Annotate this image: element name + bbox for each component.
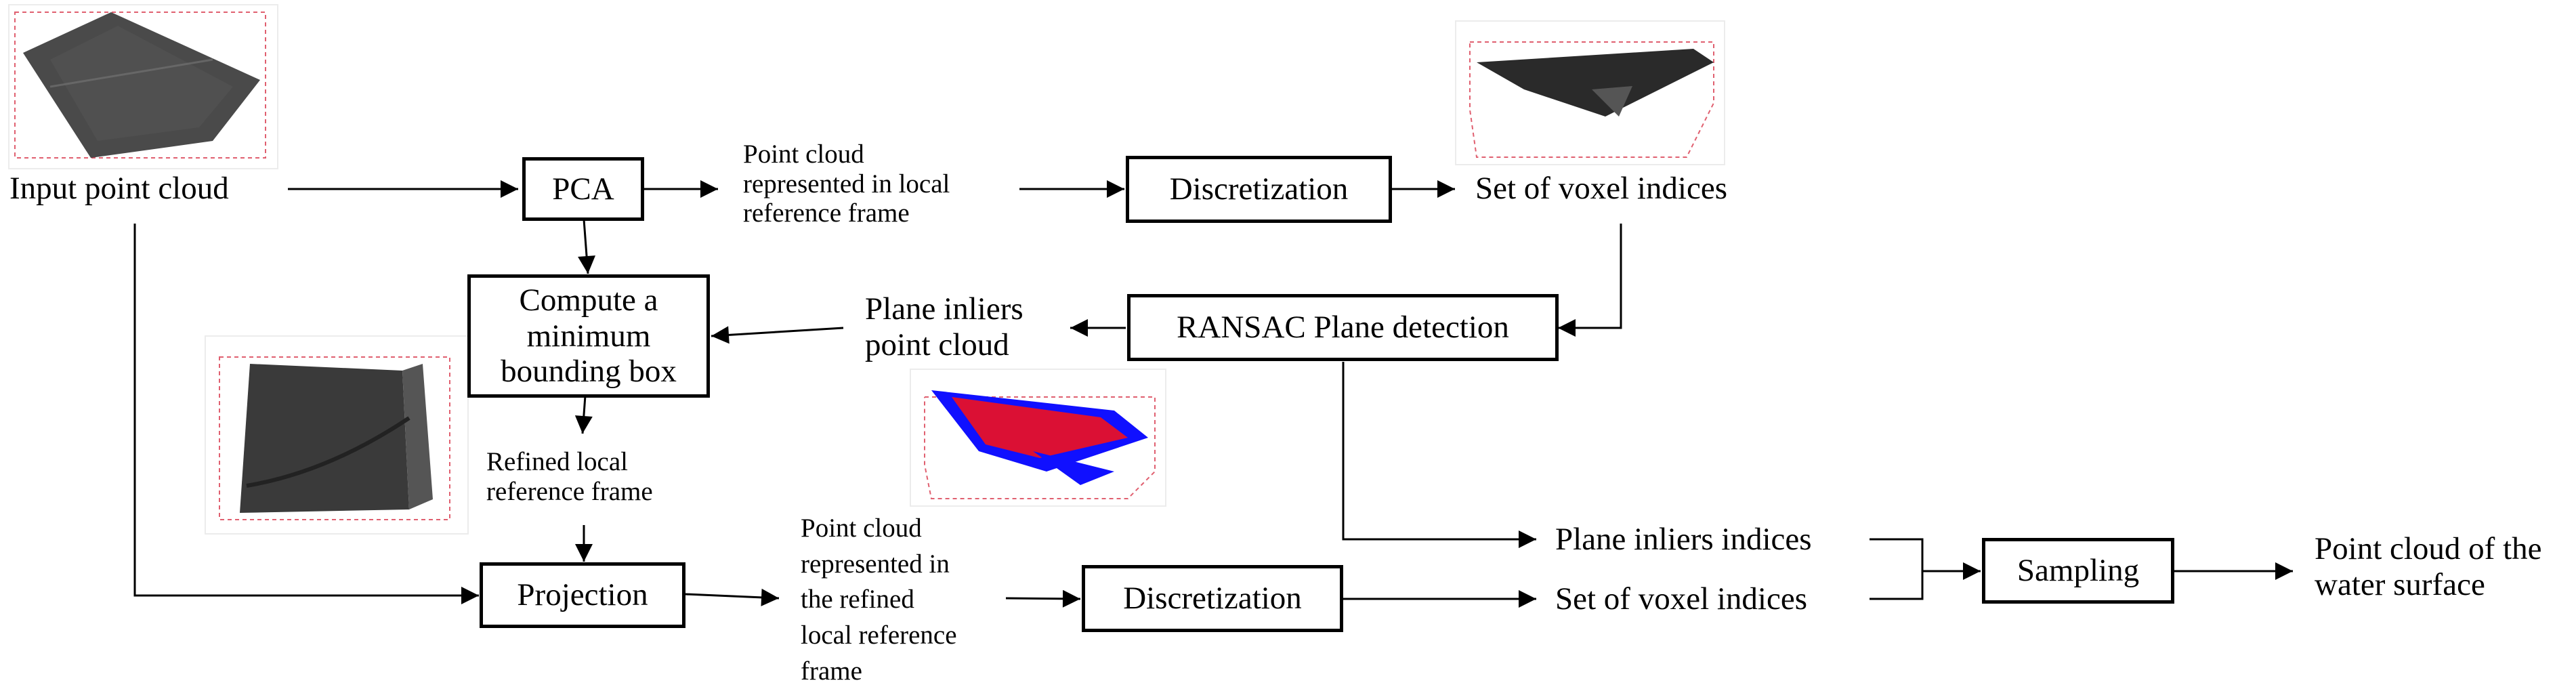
pca-label: PCA bbox=[552, 171, 614, 207]
ransac-label: RANSAC Plane detection bbox=[1177, 310, 1509, 346]
point-cloud-local-label: Point cloud represented in local referen… bbox=[743, 140, 950, 228]
plane-inliers-point-cloud-label: Plane inliers point cloud bbox=[865, 291, 1023, 362]
bounding-box-box: Compute a minimum bounding box bbox=[467, 274, 710, 398]
voxel-indices-label-1: Set of voxel indices bbox=[1475, 171, 1728, 206]
arrow-refined-pc-to-disc2 bbox=[1005, 589, 1081, 608]
water-surface-label: Point cloud of the water surface bbox=[2315, 531, 2542, 602]
arrow-inliers-to-mbb bbox=[711, 326, 844, 344]
arrow-voxel1-to-ransac bbox=[1558, 224, 1622, 337]
pca-box: PCA bbox=[522, 157, 644, 221]
input-cloud-thumbnail bbox=[8, 4, 278, 169]
plane-inliers-indices-label: Plane inliers indices bbox=[1555, 522, 1812, 557]
arrow-pca-to-mbb bbox=[578, 219, 596, 274]
sampling-box: Sampling bbox=[1982, 538, 2174, 604]
projection-box: Projection bbox=[480, 562, 685, 628]
arrow-projection-to-refined-pc bbox=[685, 588, 780, 606]
input-point-cloud-label: Input point cloud bbox=[9, 171, 229, 206]
ransac-box: RANSAC Plane detection bbox=[1127, 294, 1559, 361]
sampling-label: Sampling bbox=[2017, 553, 2140, 589]
discretization-label-1: Discretization bbox=[1169, 171, 1349, 207]
discretization-box-2: Discretization bbox=[1082, 565, 1343, 632]
arrow-ransac-to-plane-idx bbox=[1342, 362, 1536, 548]
arrow-mbb-to-refined bbox=[574, 395, 593, 434]
bracket-merge bbox=[1870, 538, 1924, 600]
discretization-box-1: Discretization bbox=[1126, 156, 1392, 223]
voxel-indices-label-2: Set of voxel indices bbox=[1555, 581, 1808, 617]
refined-frame-label: Refined local reference frame bbox=[486, 447, 653, 506]
point-cloud-refined-label: Point cloud represented in the refined l… bbox=[801, 514, 957, 686]
voxel-cloud-thumbnail bbox=[1455, 20, 1725, 165]
discretization-label-2: Discretization bbox=[1123, 581, 1302, 617]
plane-inliers-thumbnail bbox=[910, 369, 1166, 507]
projection-label: Projection bbox=[517, 577, 648, 613]
bounding-box-thumbnail bbox=[205, 335, 469, 535]
arrow-input-to-projection bbox=[133, 224, 479, 604]
bounding-box-label: Compute a minimum bounding box bbox=[501, 283, 677, 390]
